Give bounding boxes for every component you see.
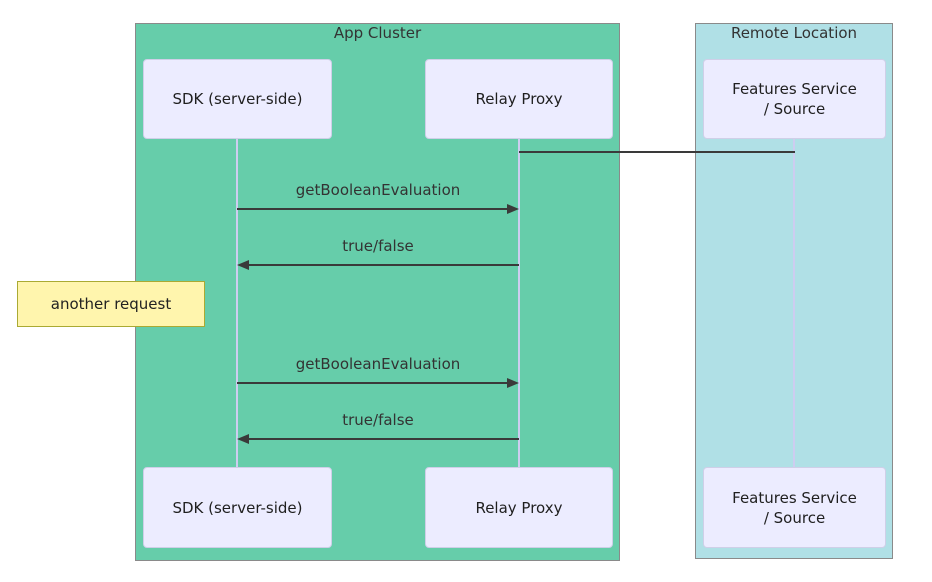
message-2-label: true/false [342,237,414,255]
note-label: another request [50,295,172,313]
remote-location-title: Remote Location [730,24,858,42]
participant-relay-proxy-top: Relay Proxy [425,59,613,139]
participant-features-service-bottom: Features Service / Source [703,467,886,548]
participant-sdk-label: SDK (server-side) [172,498,303,517]
message-1-label: getBooleanEvaluation [295,181,461,199]
participant-features-label-line1: Features Service [732,488,857,507]
message-4-arrowhead-left-icon [237,434,249,444]
note-another-request: another request [17,281,205,327]
participant-features-label-line2: / Source [763,100,826,118]
message-3-arrow-line [237,382,508,384]
relay-proxy-lifeline [518,139,520,467]
relay-to-features-connector-line [519,151,795,153]
participant-relay-proxy-bottom: Relay Proxy [425,467,613,548]
message-4-arrow-line [249,438,519,440]
participant-features-service-top: Features Service / Source [703,59,886,139]
participant-sdk-label: SDK (server-side) [172,90,303,108]
message-3-label: getBooleanEvaluation [295,355,461,373]
message-2-arrow-line [249,264,519,266]
sdk-lifeline [236,139,238,467]
participant-features-label-line2: / Source [763,508,826,527]
message-4-label: true/false [342,411,414,429]
message-1-arrow-line [237,208,508,210]
participant-relay-label: Relay Proxy [475,90,563,108]
participant-relay-label: Relay Proxy [475,498,563,517]
message-2-arrowhead-left-icon [237,260,249,270]
participant-sdk-bottom: SDK (server-side) [143,467,332,548]
features-service-lifeline [793,139,795,467]
message-3-arrowhead-right-icon [507,378,519,388]
participant-features-label-line1: Features Service [732,80,857,98]
message-1-arrowhead-right-icon [507,204,519,214]
app-cluster-title: App Cluster [333,24,422,42]
participant-sdk-top: SDK (server-side) [143,59,332,139]
